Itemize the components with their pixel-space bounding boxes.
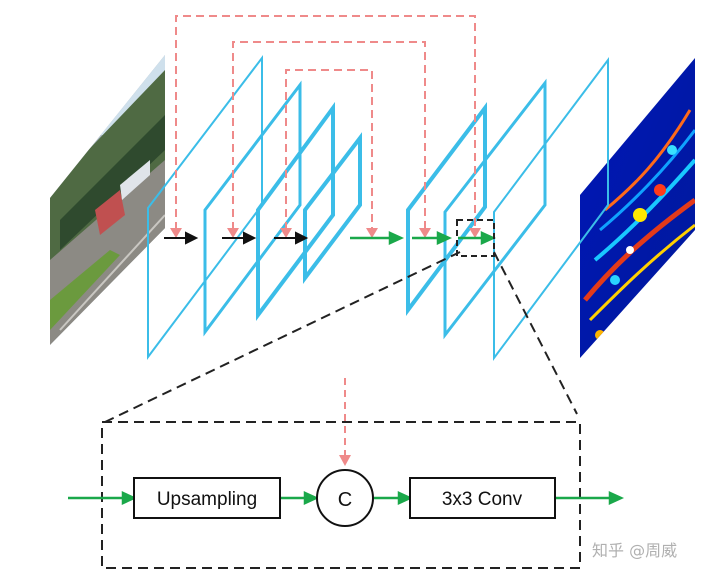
concat-node: C <box>316 469 374 527</box>
detail-flow-arrows <box>68 491 625 505</box>
detail-box <box>101 421 581 569</box>
detail-skip-arrow <box>339 378 351 466</box>
encoder-arrows <box>164 231 309 245</box>
decoder-layers <box>406 57 609 362</box>
input-image <box>50 55 165 345</box>
decoder-layer-2 <box>443 78 547 340</box>
decoder-layer-3 <box>493 57 609 362</box>
skip-connection-1 <box>175 15 476 230</box>
skip-connections <box>175 15 476 230</box>
encoder-layer-4 <box>303 132 362 284</box>
watermark: 知乎 @周威 <box>592 541 677 560</box>
encoder-layers <box>147 55 362 360</box>
decoder-arrows <box>350 231 497 245</box>
upsampling-node: Upsampling <box>133 477 281 519</box>
encoder-layer-3 <box>256 101 335 321</box>
zoom-connectors <box>104 251 578 423</box>
encoder-layer-2 <box>203 80 302 337</box>
concat-label: C <box>338 489 352 511</box>
output-heatmap-image <box>580 58 695 358</box>
conv-node: 3x3 Conv <box>409 477 556 519</box>
upsampling-label: Upsampling <box>157 489 257 510</box>
skip-connection-2 <box>232 41 426 230</box>
skip-arrowheads <box>170 228 481 238</box>
conv-label: 3x3 Conv <box>442 489 523 510</box>
skip-connection-3 <box>285 69 373 230</box>
zoom-highlight-box <box>456 219 495 257</box>
